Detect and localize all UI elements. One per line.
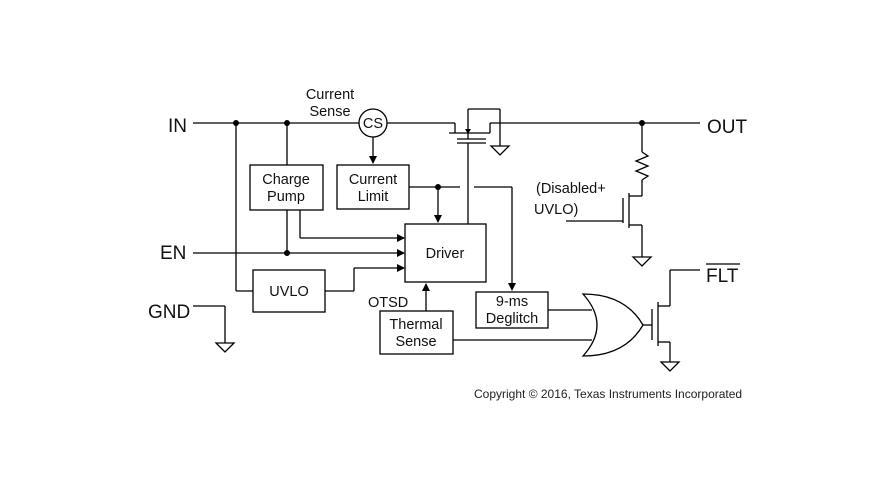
current-limit-to-driver-wire	[409, 184, 460, 223]
svg-text:Pump: Pump	[267, 189, 305, 205]
current-limit-block: Current Limit	[336, 164, 410, 210]
svg-text:Deglitch: Deglitch	[486, 311, 538, 327]
driver-block: Driver	[404, 223, 487, 283]
current-sense-label-1: Current	[306, 87, 354, 103]
pass-mosfet	[449, 108, 511, 224]
pin-en-label: EN	[160, 243, 186, 264]
current-sense-label-2: Sense	[309, 104, 350, 120]
fault-signal-wire	[474, 186, 516, 291]
or-gate	[581, 293, 644, 357]
svg-text:Current: Current	[349, 172, 397, 188]
otsd-label: OTSD	[368, 295, 408, 311]
gnd-wire	[193, 305, 236, 353]
svg-text:Sense: Sense	[395, 334, 436, 350]
discharge-path	[566, 123, 653, 267]
charge-pump-to-driver-wire	[299, 210, 405, 242]
svg-text:UVLO: UVLO	[269, 284, 309, 300]
pin-flt-label: FLT	[706, 266, 739, 287]
current-sense-node: CS	[358, 108, 388, 138]
copyright-text: Copyright © 2016, Texas Instruments Inco…	[474, 387, 742, 401]
thermal-sense-block: Thermal Sense	[379, 310, 454, 355]
out-rail	[490, 120, 700, 126]
disabled-uvlo-label-1: (Disabled+	[536, 181, 606, 197]
deglitch-block: 9-ms Deglitch	[475, 291, 549, 329]
svg-text:9-ms: 9-ms	[496, 294, 528, 310]
svg-text:Charge: Charge	[262, 172, 310, 188]
flt-mosfet	[651, 269, 700, 372]
charge-pump-block: Charge Pump	[249, 164, 324, 211]
pin-out-label: OUT	[707, 117, 748, 138]
uvlo-supply-wire	[235, 123, 253, 292]
en-wire	[193, 210, 405, 257]
uvlo-to-driver-wire	[325, 264, 405, 292]
pin-in-label: IN	[168, 116, 187, 137]
cs-label: CS	[363, 116, 383, 132]
disabled-uvlo-label-2: UVLO)	[534, 202, 578, 218]
uvlo-block: UVLO	[252, 269, 326, 313]
pin-gnd-label: GND	[148, 302, 190, 323]
svg-text:Limit: Limit	[358, 189, 389, 205]
in-rail	[193, 120, 455, 126]
svg-text:Driver: Driver	[426, 246, 465, 262]
svg-text:Thermal: Thermal	[389, 317, 442, 333]
